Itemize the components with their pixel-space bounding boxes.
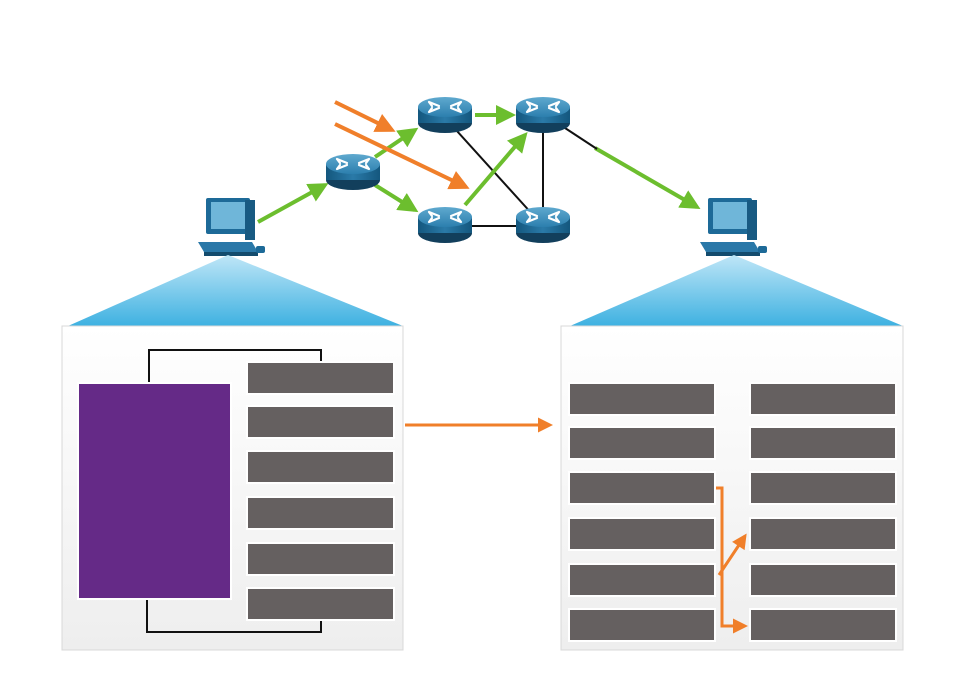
segment <box>749 382 897 416</box>
link-r3-dst-segment <box>564 127 598 150</box>
receiver-zoom-triangle <box>570 255 903 326</box>
computer-icon <box>700 198 767 256</box>
segment <box>246 450 395 484</box>
segment <box>749 517 897 551</box>
path-r4-r3 <box>463 131 528 207</box>
traffic-arrow-1 <box>334 100 396 132</box>
sender-bottom-bracket <box>146 600 322 633</box>
routers <box>324 95 572 245</box>
segment <box>568 471 716 505</box>
segment <box>749 608 897 642</box>
receiver-panel <box>560 325 904 651</box>
path-src-r1 <box>257 183 329 224</box>
router-icon <box>514 205 572 245</box>
reorder-arrow-2 <box>717 533 747 576</box>
sender-segments <box>246 361 395 621</box>
path-r1-r2 <box>373 127 419 159</box>
router-icon <box>416 205 474 245</box>
segment <box>749 471 897 505</box>
sender-zoom-triangle <box>68 255 403 326</box>
router-icon <box>324 152 382 192</box>
segment <box>568 563 716 597</box>
path-r3-dst <box>593 146 701 210</box>
traffic-arrow-2 <box>334 122 470 190</box>
router-icon <box>514 95 572 135</box>
segment <box>749 426 897 460</box>
segment <box>568 517 716 551</box>
reorder-arrow-1 <box>716 486 748 634</box>
data-path <box>257 105 701 224</box>
computer-icon <box>198 198 265 256</box>
segment <box>749 563 897 597</box>
segment <box>246 361 395 395</box>
segment <box>568 608 716 642</box>
segment <box>568 382 716 416</box>
sender-data-block <box>77 382 232 600</box>
sender-top-bracket <box>148 349 322 382</box>
receiver-segments-left <box>568 382 716 642</box>
path-r1-r4 <box>373 183 419 213</box>
incoming-traffic-arrows <box>334 100 470 190</box>
segment <box>246 587 395 621</box>
sender-panel <box>61 325 404 651</box>
reorder-arrows <box>716 486 748 634</box>
receiver-segments-right <box>749 382 897 642</box>
segment <box>246 542 395 576</box>
segment <box>568 426 716 460</box>
segment <box>246 405 395 439</box>
router-icon <box>416 95 474 135</box>
segment <box>246 496 395 530</box>
